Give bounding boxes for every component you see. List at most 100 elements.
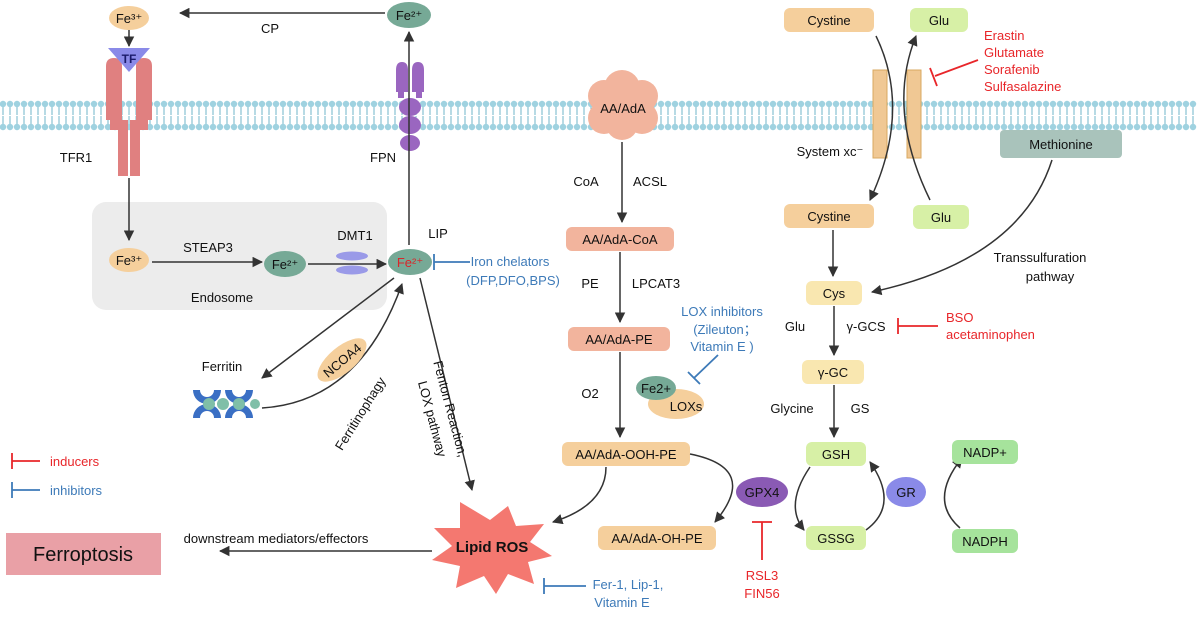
pathway-label: pathway	[1026, 269, 1075, 284]
glu-in-label: Glu	[931, 210, 951, 225]
glycine-label: Glycine	[770, 401, 813, 416]
fin56-label: FIN56	[744, 586, 779, 601]
aa-oh-pe-node	[598, 526, 716, 550]
glutamate-label: Glutamate	[984, 45, 1044, 60]
fe3-top-label: Fe³⁺	[116, 11, 142, 26]
fe3-top-node	[109, 6, 149, 30]
rsl3-label: RSL3	[746, 568, 779, 583]
cystine-in-label: Cystine	[807, 209, 850, 224]
cystine-in-node	[784, 204, 874, 228]
fe2-endosome-label: Fe²⁺	[272, 257, 298, 272]
sorafenib-label: Sorafenib	[984, 62, 1040, 77]
dmt1-transporter	[336, 251, 368, 275]
gr-label: GR	[896, 485, 916, 500]
lipid-ros-burst	[432, 502, 552, 594]
pe-label: PE	[581, 276, 599, 291]
gr-node	[886, 477, 926, 507]
lip-fe2-node	[388, 249, 432, 275]
glu-out-node	[910, 8, 968, 32]
cp-label: CP	[261, 21, 279, 36]
fpn-transporter	[396, 62, 424, 151]
ferritin-cluster-icon	[193, 390, 260, 418]
gssg-node	[806, 526, 866, 550]
ncoa4-node	[317, 338, 367, 382]
gsh-label: GSH	[822, 447, 850, 462]
legend-inhibitors: inhibitors	[50, 483, 103, 498]
lipid-ros-label: Lipid ROS	[456, 539, 529, 556]
ferritinophagy-label: Ferritinophagy	[332, 374, 389, 453]
system-xc-label: System xc⁻	[797, 144, 864, 159]
gpx4-node	[736, 477, 788, 507]
gamma-gc-node	[802, 360, 864, 384]
nadph-node	[952, 529, 1018, 553]
fe2-endosome-node	[264, 251, 306, 277]
downstream-label: downstream mediators/effectors	[184, 531, 369, 546]
cys-label: Cys	[823, 286, 846, 301]
acsl-label: ACSL	[633, 174, 667, 189]
steap3-label: STEAP3	[183, 240, 233, 255]
dmt1-label: DMT1	[337, 228, 372, 243]
endosome-label: Endosome	[191, 290, 253, 305]
cys-node	[806, 281, 862, 305]
tf-triangle-icon	[108, 48, 150, 72]
cystine-out-label: Cystine	[807, 13, 850, 28]
fe2-lox-node	[636, 376, 676, 400]
lip-label: LIP	[428, 226, 448, 241]
fer1-lip1-label: Fer-1, Lip-1,	[593, 577, 664, 592]
tf-label: TF	[122, 52, 137, 66]
iron-chelators-label: Iron chelators	[471, 254, 550, 269]
nadp-node	[952, 440, 1018, 464]
methionine-node	[1000, 130, 1122, 158]
fe3-endosome-label: Fe³⁺	[116, 253, 142, 268]
sulfasalazine-label: Sulfasalazine	[984, 79, 1061, 94]
transsulfuration-label: Transsulfuration	[994, 250, 1087, 265]
fe2-top-label: Fe²⁺	[396, 8, 422, 23]
lox-inhibitors-zileuton: (Zileuton；	[693, 322, 757, 338]
fpn-label: FPN	[370, 150, 396, 165]
aa-coa-label: AA/AdA-CoA	[582, 232, 657, 247]
aa-ooh-pe-node	[562, 442, 690, 466]
erastin-label: Erastin	[984, 28, 1024, 43]
o2-label: O2	[581, 386, 598, 401]
ferroptosis-box	[6, 533, 161, 575]
lpcat3-label: LPCAT3	[632, 276, 680, 291]
loxs-label: LOXs	[670, 399, 703, 414]
lox-inhibitors-label: LOX inhibitors	[681, 304, 763, 319]
aa-ada-cloud	[588, 70, 658, 140]
glu-in-node	[913, 205, 969, 229]
nadp-label: NADP+	[963, 445, 1007, 460]
acetaminophen-label: acetaminophen	[946, 327, 1035, 342]
fe3-endosome-node	[109, 248, 149, 272]
bso-label: BSO	[946, 310, 973, 325]
methionine-label: Methionine	[1029, 137, 1093, 152]
lip-fe2-label: Fe²⁺	[397, 255, 423, 270]
iron-chelators-list: (DFP,DFO,BPS)	[466, 273, 560, 288]
legend-inducers: inducers	[50, 454, 100, 469]
fe2-lox-label: Fe2+	[641, 381, 671, 396]
endosome-compartment	[92, 202, 387, 310]
gpx4-label: GPX4	[745, 485, 780, 500]
ferroptosis-label: Ferroptosis	[33, 544, 133, 566]
vitamin-e-label: Vitamin E	[594, 595, 650, 610]
cystine-out-node	[784, 8, 874, 32]
tfr1-receptor	[106, 58, 152, 176]
gamma-gcs-label: γ-GCS	[847, 319, 886, 334]
gssg-label: GSSG	[817, 531, 855, 546]
nadph-label: NADPH	[962, 534, 1008, 549]
coa-label: CoA	[573, 174, 599, 189]
gs-label: GS	[851, 401, 870, 416]
lox-inhibitors-vitamin-e: Vitamin E )	[690, 339, 753, 354]
aa-oh-pe-label: AA/AdA-OH-PE	[611, 531, 702, 546]
tfr1-label: TFR1	[60, 150, 93, 165]
fe2-top-node	[387, 2, 431, 28]
gsh-node	[806, 442, 866, 466]
aa-ada-label: AA/AdA	[600, 101, 646, 116]
aa-ooh-pe-label: AA/AdA-OOH-PE	[575, 447, 676, 462]
aa-pe-label: AA/AdA-PE	[585, 332, 653, 347]
gamma-gc-label: γ-GC	[818, 365, 848, 380]
ferritin-label: Ferritin	[202, 359, 242, 374]
aa-pe-node	[568, 327, 670, 351]
system-xc-left-subunit	[872, 69, 888, 159]
glu-side-label: Glu	[785, 319, 805, 334]
